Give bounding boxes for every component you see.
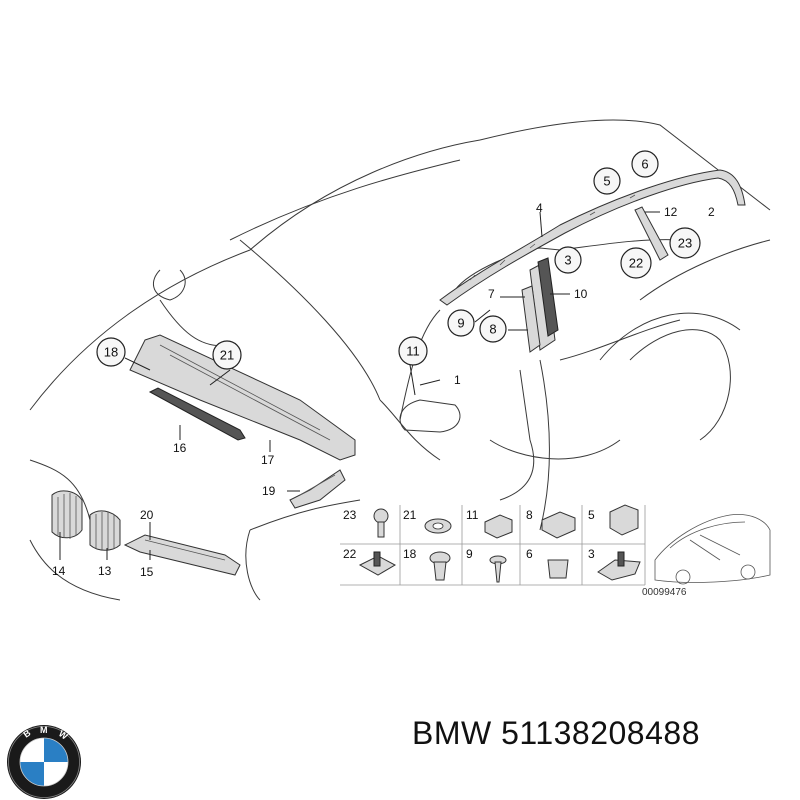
svg-text:6: 6 [641, 157, 648, 172]
svg-text:5: 5 [603, 174, 610, 189]
grid-bottom-labels: 22 18 9 6 3 [343, 547, 595, 561]
svg-text:23: 23 [678, 236, 692, 251]
label-19: 19 [262, 484, 276, 498]
callout-5: 5 [593, 167, 621, 195]
screw-9-icon [489, 555, 507, 583]
label-4: 4 [536, 201, 543, 215]
clip-5-icon [609, 504, 639, 536]
plain-labels: 4 12 2 7 10 1 16 17 19 20 14 13 15 [52, 201, 715, 579]
callout-22: 22 [620, 247, 652, 279]
label-15: 15 [140, 565, 154, 579]
svg-text:18: 18 [403, 547, 417, 561]
label-12: 12 [664, 205, 678, 219]
car-outline [29, 119, 771, 601]
svg-text:8: 8 [526, 508, 533, 522]
pillar-trims [521, 206, 669, 353]
label-2: 2 [708, 205, 715, 219]
label-7: 7 [488, 287, 495, 301]
label-17: 17 [261, 453, 275, 467]
callout-3: 3 [554, 246, 582, 274]
label-10: 10 [574, 287, 588, 301]
grid-top-labels: 23 21 11 8 5 [343, 508, 595, 522]
label-14: 14 [52, 564, 66, 578]
svg-text:22: 22 [629, 256, 643, 271]
callout-23: 23 [669, 227, 701, 259]
callout-9: 9 [447, 309, 475, 337]
clip-11-icon [484, 514, 513, 539]
parts-grid: 23 21 11 8 5 22 18 9 6 3 [340, 504, 771, 598]
svg-text:5: 5 [588, 508, 595, 522]
clip-3-icon [597, 551, 641, 581]
label-20: 20 [140, 508, 154, 522]
svg-text:21: 21 [403, 508, 417, 522]
roof-molding [439, 169, 746, 306]
cowl-panel [129, 334, 356, 509]
svg-text:21: 21 [220, 348, 234, 363]
rivet-18-icon [429, 551, 451, 581]
logo-letter-m: M [40, 725, 48, 735]
svg-text:22: 22 [343, 547, 357, 561]
clip-8-icon [541, 511, 576, 539]
label-13: 13 [98, 564, 112, 578]
callout-8: 8 [479, 315, 507, 343]
callout-18: 18 [96, 337, 126, 367]
svg-text:11: 11 [466, 508, 479, 522]
svg-text:6: 6 [526, 547, 533, 561]
screw-23-icon [373, 508, 389, 538]
callout-11: 11 [398, 336, 428, 366]
leader-lines [59, 211, 660, 560]
part-number-label: BMW 51138208488 [412, 715, 700, 751]
svg-text:11: 11 [406, 344, 420, 359]
callout-6: 6 [631, 150, 659, 178]
svg-text:18: 18 [104, 345, 118, 360]
callouts: 18 21 11 9 8 3 5 6 [96, 150, 701, 370]
label-16: 16 [173, 441, 187, 455]
reference-number: 00099476 [642, 587, 687, 598]
svg-text:8: 8 [489, 322, 496, 337]
parts-diagram: 18 21 11 9 8 3 5 6 [29, 119, 771, 601]
clip-22-icon [358, 551, 397, 576]
svg-text:3: 3 [564, 253, 571, 268]
svg-text:23: 23 [343, 508, 357, 522]
svg-text:9: 9 [457, 316, 464, 331]
car-thumbnail [654, 513, 771, 585]
callout-21: 21 [212, 340, 242, 370]
bmw-logo: B M W [7, 725, 81, 799]
svg-text:3: 3 [588, 547, 595, 561]
label-1: 1 [454, 373, 461, 387]
washer-21-icon [424, 518, 452, 534]
logo-letter-b: B [21, 727, 32, 739]
kidney-grilles [51, 490, 241, 576]
nut-6-icon [547, 559, 569, 579]
svg-text:9: 9 [466, 547, 473, 561]
